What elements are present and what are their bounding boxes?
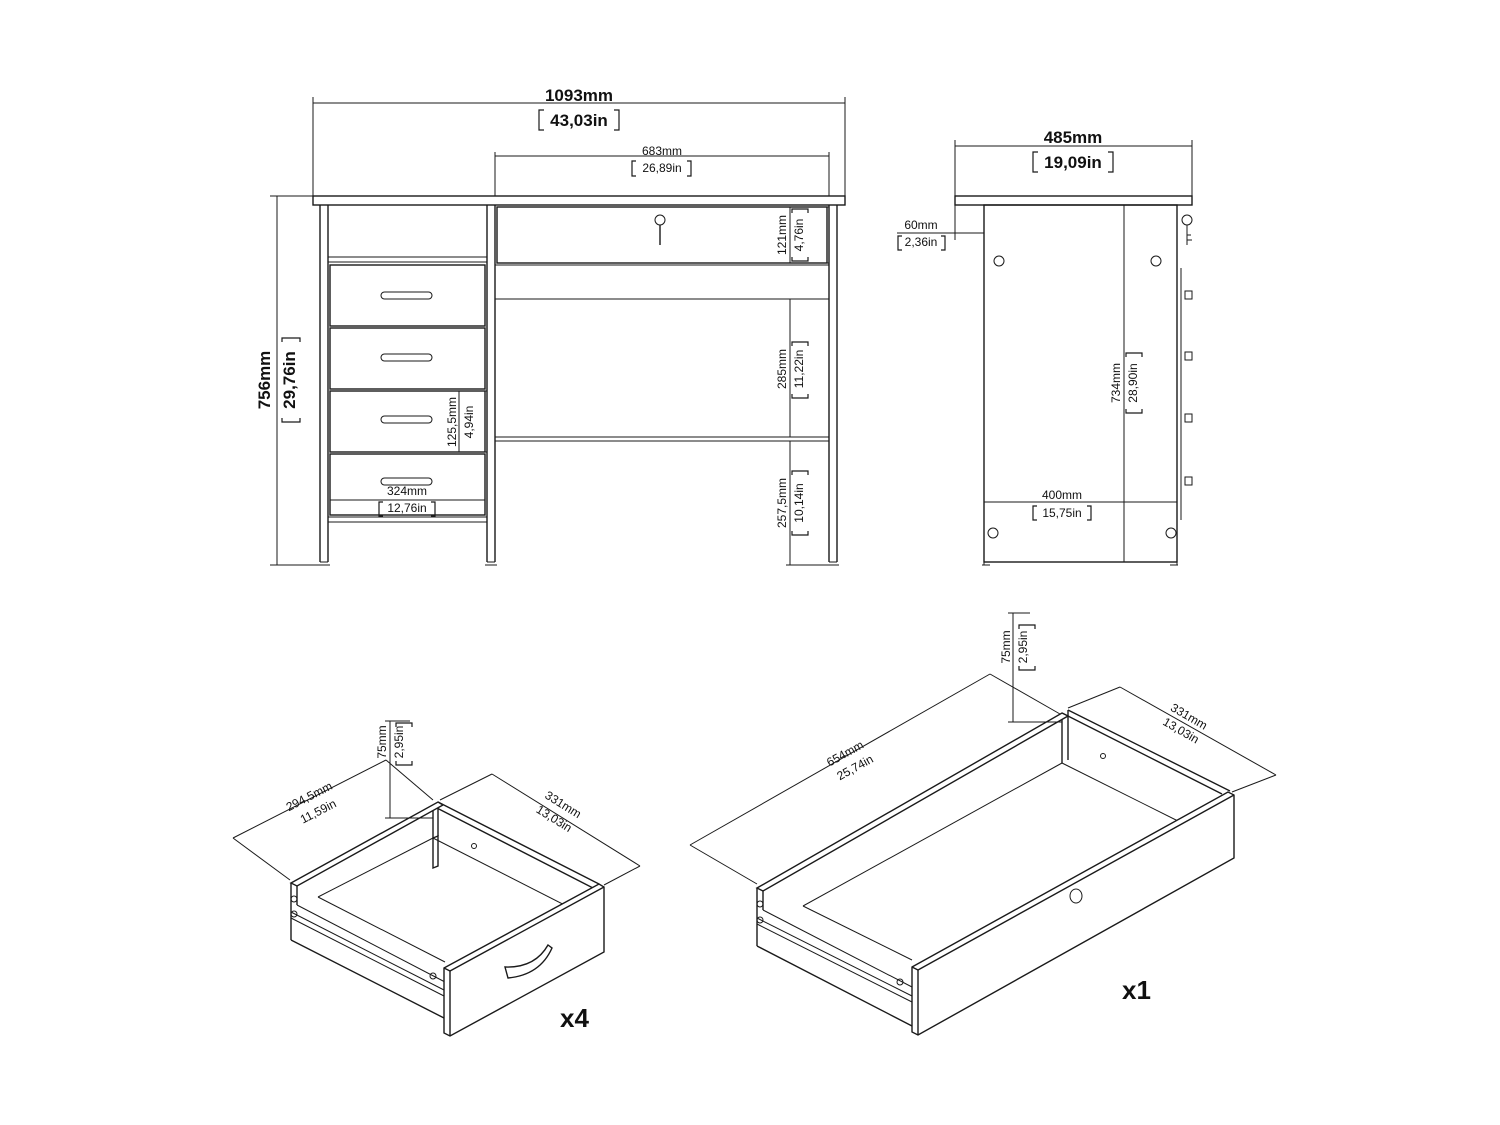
overhang-mm-label: 60mm (904, 218, 937, 232)
top-drawer-width-mm-label: 683mm (642, 144, 682, 158)
drawer-handle (504, 943, 553, 979)
large-height-mm-label: 75mm (999, 630, 1013, 663)
drawer-knob (1184, 290, 1193, 300)
small-height-in-label: 2,95in (392, 726, 406, 759)
pedestal-drawers (329, 264, 486, 516)
side-top (954, 195, 1193, 206)
drawer-front (329, 390, 486, 453)
finger-hole (1069, 888, 1083, 904)
desk-top (312, 195, 846, 206)
top-drawer-height-mm-label: 121mm (775, 215, 789, 255)
cam-hole (1150, 255, 1162, 267)
side-panel (983, 204, 1178, 563)
leg-space-mm-label: 257,5mm (775, 478, 789, 528)
drawer-knob (1184, 351, 1193, 361)
key-icon (1181, 214, 1193, 245)
overhang-in-label: 2,36in (905, 235, 938, 249)
small-quantity-label: x4 (560, 1003, 589, 1033)
drawer-handle (380, 415, 433, 424)
large-drawer: 75mm 2,95in 654mm 25,74in 331mm 13,03in … (689, 612, 1277, 1036)
knee-space-in-label: 11,22in (792, 350, 806, 388)
drawer-handle (380, 477, 433, 486)
height-in-label: 29,76in (280, 351, 299, 409)
drawer-height-in-label: 4,94in (462, 406, 476, 439)
inner-height-in-label: 28,90in (1126, 363, 1140, 402)
drawer-handle (380, 291, 433, 300)
depth-in-label: 19,09in (1044, 153, 1102, 172)
inner-height-mm-label: 734mm (1109, 363, 1123, 403)
width-mm-label: 1093mm (545, 86, 613, 105)
drawer-width-mm-label: 324mm (387, 484, 427, 498)
leg-space-in-label: 10,14in (792, 483, 806, 522)
drawer-knob (1184, 413, 1193, 423)
drawer-front (329, 264, 486, 327)
inner-depth-mm-label: 400mm (1042, 488, 1082, 502)
drawer-width-in-label: 12,76in (387, 501, 426, 515)
drawer-height-mm-label: 125,5mm (445, 397, 459, 447)
side-view: 485mm 19,09in 60mm 2,36in 734mm 28,90in … (897, 128, 1193, 566)
height-mm-label: 756mm (255, 351, 274, 410)
depth-mm-label: 485mm (1044, 128, 1103, 147)
top-drawer-width-in-label: 26,89in (642, 161, 681, 175)
cam-hole (1165, 527, 1177, 539)
large-quantity-label: x1 (1122, 975, 1151, 1005)
large-height-in-label: 2,95in (1016, 631, 1030, 664)
cam-hole (987, 527, 999, 539)
lock-icon (654, 214, 666, 226)
top-drawer-height-in-label: 4,76in (792, 219, 806, 252)
front-view: 1093mm 43,03in 683mm 26,89in 756mm 29,76… (255, 86, 846, 566)
drawer-front (329, 453, 486, 516)
drawer-knob (1184, 476, 1193, 486)
cam-hole (993, 255, 1005, 267)
small-drawer: 75mm 2,95in 294,5mm 11,59in 331mm 13,03i… (232, 720, 641, 1037)
small-height-mm-label: 75mm (375, 725, 389, 758)
drawer-handle (380, 353, 433, 362)
top-drawer-front (496, 206, 828, 264)
drawer-front (329, 327, 486, 390)
inner-depth-in-label: 15,75in (1042, 506, 1081, 520)
knee-space-mm-label: 285mm (775, 349, 789, 389)
width-in-label: 43,03in (550, 111, 608, 130)
